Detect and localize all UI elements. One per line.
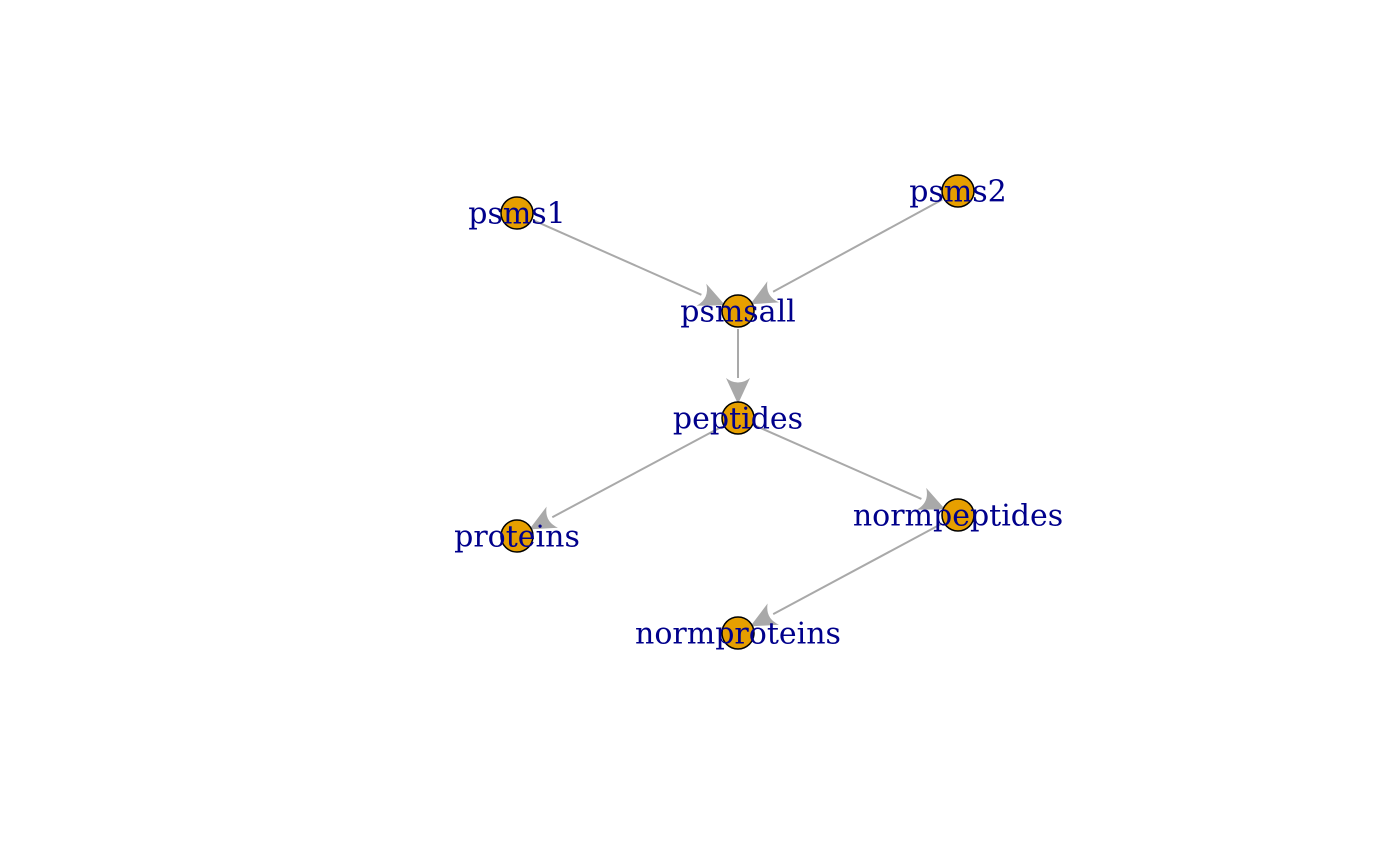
node-proteins (500, 519, 534, 553)
node-label-psms2: psms2 (909, 175, 1007, 210)
edge-arrowhead (750, 281, 779, 305)
node-label-peptides: peptides (673, 402, 803, 437)
edge-peptides-to-proteins (529, 425, 723, 530)
node-label-psmsall: psmsall (680, 295, 796, 330)
edge-peptides-to-normpeptides (754, 424, 946, 510)
edge-line (772, 198, 943, 293)
edge-arrowhead (750, 603, 779, 627)
node-label-normproteins: normproteins (635, 617, 841, 652)
node-normproteins (721, 616, 755, 650)
edge-psms2-to-psmsall (750, 198, 943, 305)
edge-arrowhead (696, 283, 726, 306)
labels-layer: psms1 psms2 psmsall peptides proteins normpep… (454, 175, 1063, 652)
edge-line (551, 425, 723, 519)
node-psms1 (500, 196, 534, 230)
edge-psmsall-to-peptides (726, 329, 750, 404)
node-label-psms1: psms1 (468, 197, 566, 232)
node-label-proteins: proteins (454, 520, 580, 555)
edge-arrowhead (916, 487, 946, 510)
node-normpeptides (941, 498, 975, 532)
nodes-layer (500, 174, 975, 650)
node-psmsall (721, 294, 755, 328)
node-psms2 (941, 174, 975, 208)
edge-line (772, 522, 943, 615)
node-peptides (721, 401, 755, 435)
node-label-normpeptides: normpeptides (853, 499, 1063, 534)
edge-psms1-to-psmsall (533, 219, 726, 306)
edges-layer (529, 198, 946, 627)
edge-arrowhead (726, 378, 750, 404)
edge-line (533, 219, 702, 296)
edge-line (754, 424, 922, 500)
edge-arrowhead (529, 506, 558, 530)
edge-normpeptides-to-normproteins (750, 522, 943, 627)
